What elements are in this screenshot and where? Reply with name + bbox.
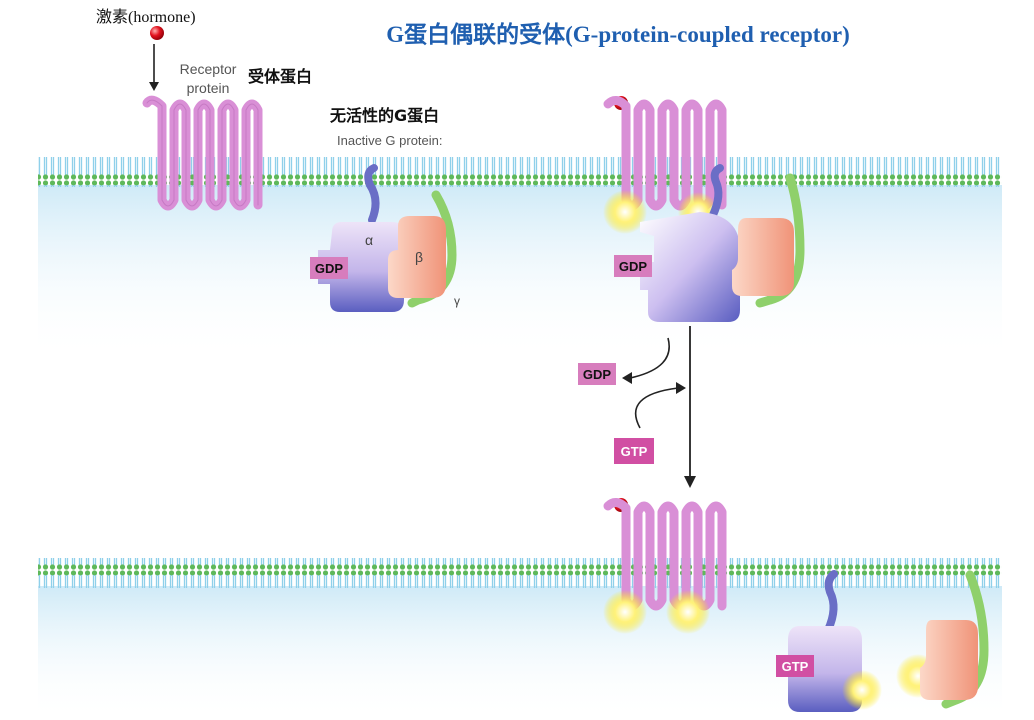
- main-down-arrow-head: [684, 476, 696, 488]
- receptor-cn-label: 受体蛋白: [248, 67, 312, 86]
- spark-top-1: [603, 190, 647, 234]
- gamma-label-left: γ: [454, 294, 460, 308]
- active-alpha-gtp: GTP: [776, 570, 882, 712]
- alpha-subunit-right-top: [640, 212, 740, 322]
- top-cytoplasm: [38, 185, 1002, 360]
- receptor-left-outline: [146, 99, 259, 207]
- beta-subunit-bottom: [920, 620, 978, 700]
- alpha-tail-left: [364, 164, 380, 224]
- gtp-entry-arrow: [634, 387, 679, 429]
- inactive-cn-label: 无活性的G蛋白: [329, 106, 439, 125]
- hormone-label: 激素(hormone): [96, 8, 196, 26]
- gdp-released-badge: [578, 363, 616, 385]
- gdp-badge-left-text: GDP: [315, 261, 344, 276]
- top-cell-panel: [38, 157, 1002, 360]
- gdp-release-arrow: [629, 337, 670, 379]
- alpha-subunit-left: [318, 222, 404, 312]
- receptor-label-line2: protein: [187, 80, 230, 96]
- gdp-badge-right-top: [614, 255, 652, 277]
- alpha-label-left: α: [365, 232, 373, 248]
- inactive-en-label: Inactive G protein:: [337, 133, 443, 148]
- receptor-label-line1: Receptor: [180, 61, 237, 77]
- beta-subunit-left: [388, 216, 446, 298]
- bottom-membrane: [38, 558, 1002, 588]
- spark-bottom-1: [603, 590, 647, 634]
- gtp-incoming-badge-text: GTP: [621, 444, 648, 459]
- gtp-badge-bottom-text: GTP: [782, 659, 809, 674]
- alpha-tail-bottom: [824, 570, 838, 634]
- beta-subunit-right-top: [732, 218, 794, 296]
- alpha-tail-right-top: [709, 164, 724, 219]
- gdp-release-arrow-head: [622, 372, 632, 384]
- gdp-badge-right-top-text: GDP: [619, 259, 648, 274]
- gdp-badge-left: [310, 257, 348, 279]
- spark-bottom-2: [666, 590, 710, 634]
- hormone-ball: [150, 26, 164, 40]
- gtp-badge-bottom: [776, 655, 814, 677]
- activating-g-protein: GDP: [614, 164, 805, 322]
- spark-alpha-bottom: [842, 670, 882, 710]
- beta-label-left: β: [415, 249, 423, 265]
- inactive-g-protein: α β γ GDP: [310, 164, 460, 312]
- gtp-incoming-badge: [614, 438, 654, 464]
- gdp-released-badge-text: GDP: [583, 367, 612, 382]
- diagram-title: G蛋白偶联的受体(G-protein-coupled receptor): [386, 21, 850, 47]
- gtp-entry-arrow-head: [676, 382, 686, 394]
- hormone-arrow-head: [149, 82, 159, 91]
- active-beta-gamma: [896, 570, 989, 709]
